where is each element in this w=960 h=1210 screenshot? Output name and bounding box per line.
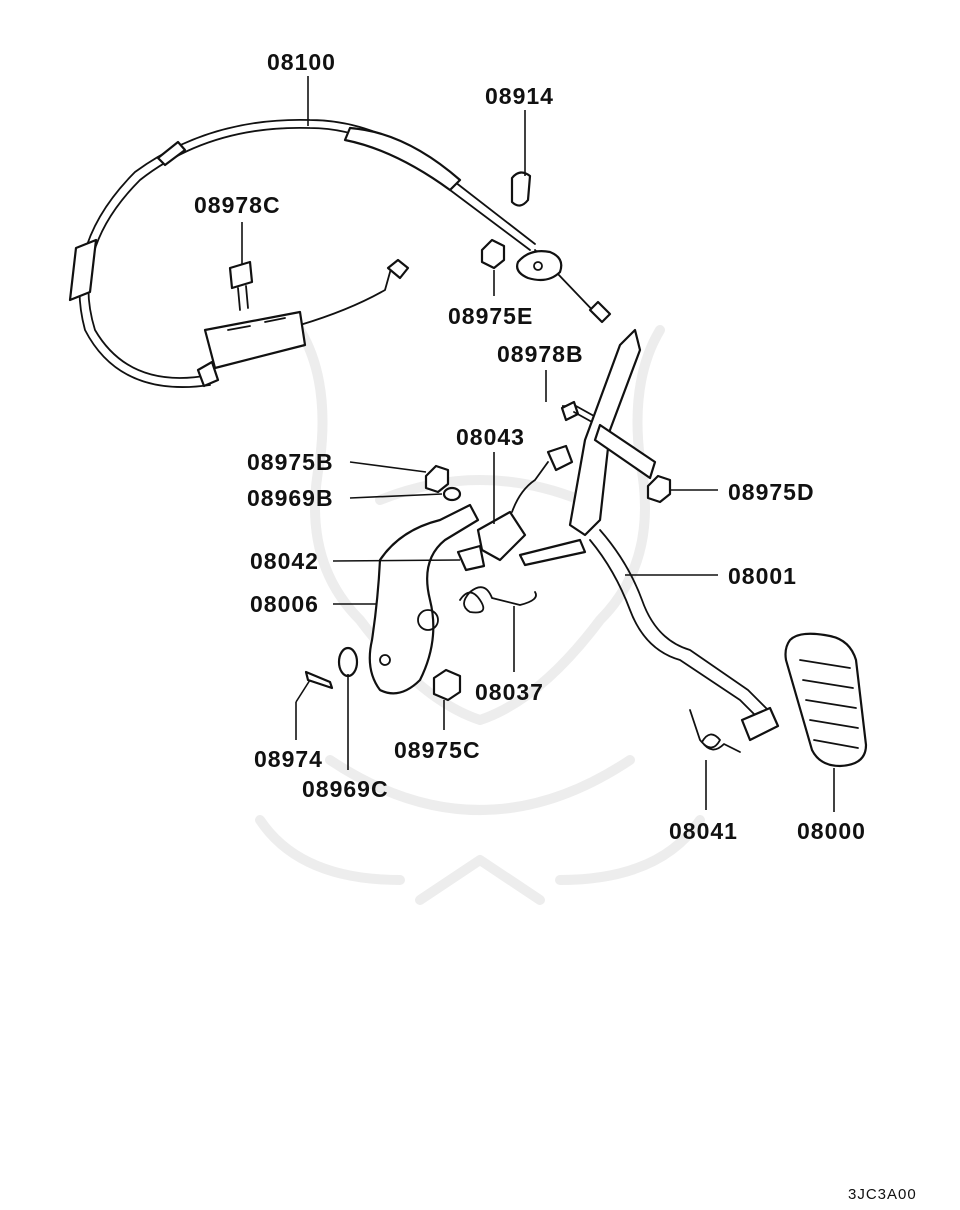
bolt-08978B	[560, 400, 595, 423]
label-08000: 08000	[797, 818, 866, 844]
switch-08043	[476, 444, 574, 562]
pedal-arm-08001	[518, 328, 780, 742]
label-08975D: 08975D	[728, 479, 815, 505]
watermark-emblem	[255, 325, 705, 905]
label-08914: 08914	[485, 83, 554, 109]
label-08042: 08042	[250, 548, 319, 574]
bracket-08006	[368, 503, 480, 695]
label-08100: 08100	[267, 49, 336, 75]
label-08006: 08006	[250, 591, 319, 617]
label-08037: 08037	[475, 679, 544, 705]
nut-08975D	[646, 474, 672, 504]
label-08043: 08043	[456, 424, 525, 450]
pedal-pad-08000	[784, 632, 868, 768]
clip-08914	[510, 171, 532, 207]
bolt-08978C	[228, 260, 254, 311]
stopper-08042	[456, 544, 486, 572]
pin-08974	[304, 670, 334, 690]
washer-08969C	[337, 646, 359, 678]
label-08974: 08974	[254, 746, 323, 772]
label-08001: 08001	[728, 563, 797, 589]
label-08975B: 08975B	[247, 449, 334, 475]
accelerator-cable	[68, 118, 612, 388]
spring-08037	[459, 586, 537, 614]
label-08969C: 08969C	[302, 776, 389, 802]
label-08969B: 08969B	[247, 485, 334, 511]
label-08975E: 08975E	[448, 303, 533, 329]
label-08041: 08041	[669, 818, 738, 844]
nut-08975C	[432, 668, 462, 702]
part-labels: 08100 08914 08978C 08975E 08978B 08043 0…	[194, 49, 866, 844]
nut-08975B	[424, 464, 450, 494]
label-08975C: 08975C	[394, 737, 481, 763]
washer-08969B	[442, 486, 462, 502]
spring-08041	[689, 709, 741, 753]
label-08978C: 08978C	[194, 192, 281, 218]
label-08978B: 08978B	[497, 341, 584, 367]
drawing-code: 3JC3A00	[848, 1186, 917, 1203]
leader-lines	[241, 76, 835, 812]
nut-08975E	[480, 238, 506, 270]
